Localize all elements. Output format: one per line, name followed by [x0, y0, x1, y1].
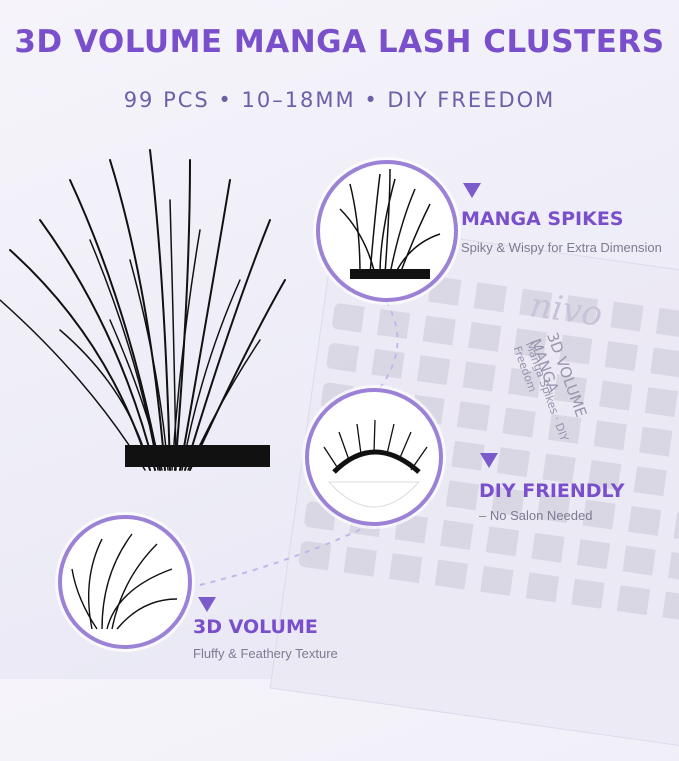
page-title: 3D VOLUME MANGA LASH CLUSTERS [14, 24, 665, 60]
triangle-marker-icon [463, 183, 481, 198]
feature-label-diy-friendly: DIY FRIENDLY [479, 480, 625, 502]
feature-desc-3d-volume: Fluffy & Feathery Texture [193, 646, 338, 661]
lash-cluster-image [0, 149, 286, 471]
feature-desc-manga-spikes: Spiky & Wispy for Extra Dimension [461, 240, 662, 255]
diy-friendly-circle [305, 388, 443, 526]
3d-volume-circle [58, 515, 192, 649]
manga-spikes-circle [316, 160, 458, 302]
feature-label-manga-spikes: MANGA SPIKES [461, 208, 624, 230]
triangle-marker-icon [198, 597, 216, 612]
feature-desc-diy-friendly: – No Salon Needed [479, 508, 593, 523]
page-subtitle: 99 PCS • 10–18MM • DIY FREEDOM [123, 88, 556, 112]
triangle-marker-icon [480, 453, 498, 468]
feature-label-3d-volume: 3D VOLUME [193, 616, 318, 638]
dashed-connector [199, 291, 399, 586]
